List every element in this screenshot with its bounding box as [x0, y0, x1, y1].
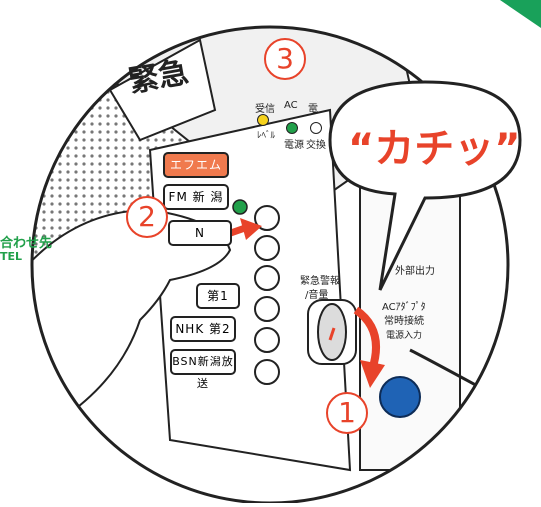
indicator-1-line1: 受信	[255, 104, 275, 115]
battery-led	[310, 122, 322, 134]
step-2-badge: 2	[126, 196, 168, 238]
indicator-3-line2: 交換	[306, 140, 326, 151]
blue-knob	[379, 376, 421, 418]
station-button-5: NHK 第2	[170, 316, 236, 342]
knob-label-line2: /音量	[305, 290, 329, 301]
preset-knobs	[254, 205, 280, 385]
station-button-6: BSN新潟放送	[170, 349, 236, 390]
station-button-1: エフエム上越	[163, 152, 229, 194]
volume-knob	[307, 299, 357, 365]
station-button-3: N	[168, 220, 232, 246]
power-input-label: 電源入力	[386, 331, 423, 341]
station-button-4: 第1	[196, 283, 240, 309]
ac-adapter-label-1: ACｱﾀﾞﾌﾟﾀ	[382, 302, 426, 313]
corner-tab	[500, 0, 541, 28]
click-sound-text: “カチッ”	[348, 126, 521, 172]
indicator-3-line1: 電	[308, 104, 318, 115]
station-button-2: FM 新 潟	[163, 184, 229, 210]
speech-bubble	[328, 80, 522, 291]
power-cable	[409, 348, 508, 422]
press-arrow	[240, 218, 262, 240]
indicator-2-line2: 電源	[284, 140, 304, 151]
rotate-arrow	[353, 306, 380, 372]
active-led	[232, 199, 248, 215]
left-side-text: 合わせ先	[0, 236, 53, 251]
indicator-1-line2: ﾚﾍﾞﾙ	[257, 131, 276, 141]
ac-adapter-label-2: 常時接続	[384, 316, 424, 327]
step-3-badge: 3	[264, 38, 306, 80]
left-side-tel: TEL	[0, 250, 23, 263]
ac-led	[286, 122, 298, 134]
step-1-badge: 1	[326, 392, 368, 434]
title-plate	[108, 38, 217, 142]
knob-label-line1: 緊急警報	[300, 276, 340, 287]
indicator-2-line1: AC	[284, 100, 298, 111]
level-led	[257, 114, 269, 126]
external-out-label: 外部出力	[395, 266, 435, 277]
